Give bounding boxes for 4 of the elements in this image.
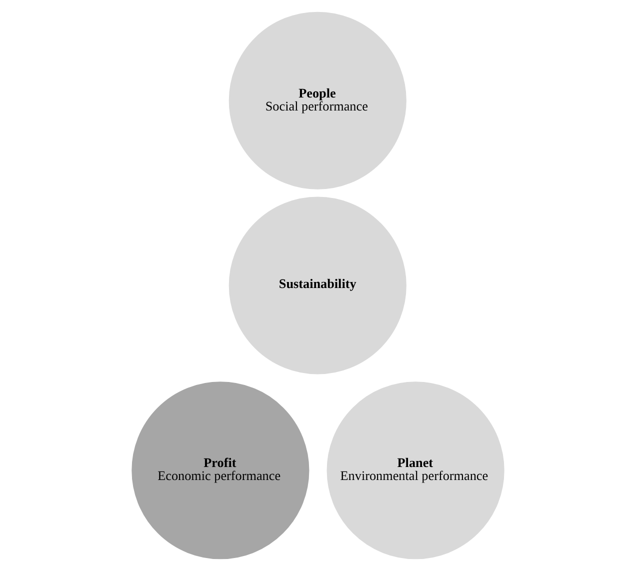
node-circle: Profit Economic performance xyxy=(130,380,310,561)
node-circle: Sustainability xyxy=(226,195,408,376)
node-circle: Planet Environmental performance xyxy=(324,380,506,561)
node-circle: People Social performance xyxy=(226,10,408,191)
